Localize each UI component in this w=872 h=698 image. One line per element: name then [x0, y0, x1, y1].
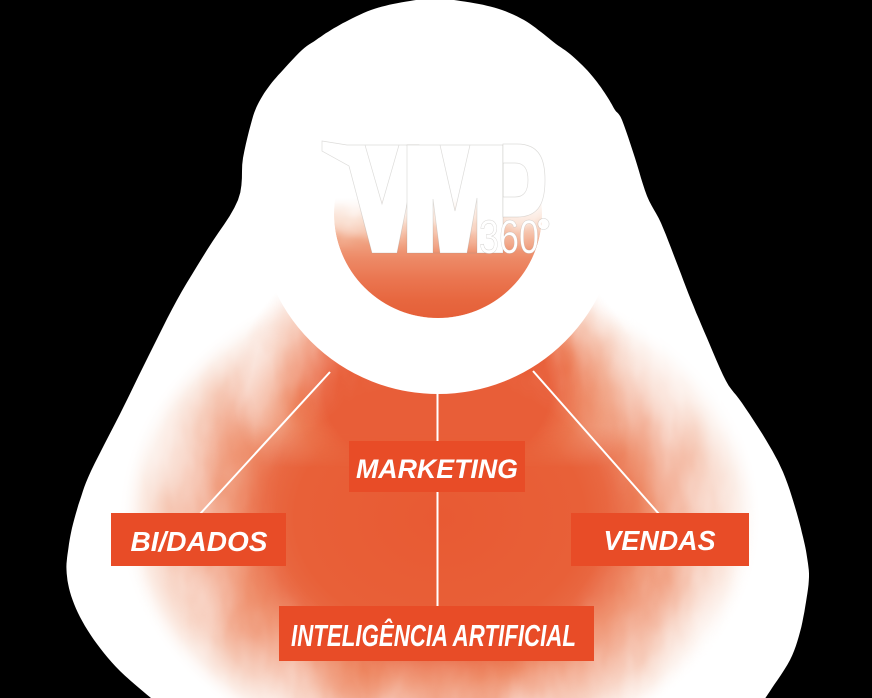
svg-text:BI/DADOS: BI/DADOS	[131, 526, 268, 557]
svg-text:MARKETING: MARKETING	[356, 454, 518, 484]
svg-text:VENDAS: VENDAS	[604, 525, 716, 556]
svg-text:360: 360	[479, 210, 539, 263]
svg-text:INTELIGÊNCIA ARTIFICIAL: INTELIGÊNCIA ARTIFICIAL	[291, 617, 576, 653]
